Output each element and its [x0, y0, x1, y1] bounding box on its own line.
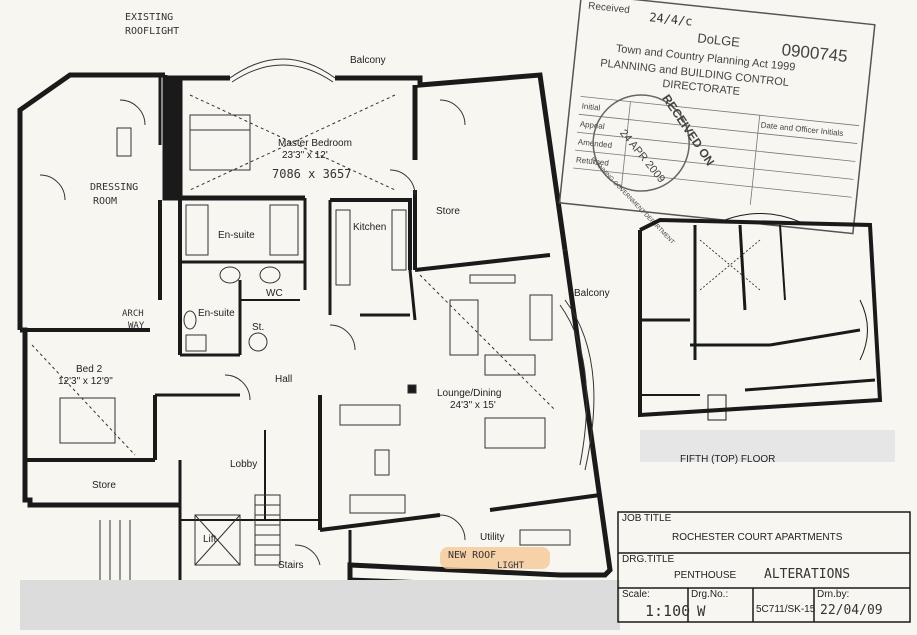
stamp-row-returned: Returned	[576, 155, 610, 167]
ensuite-1-label: En-suite	[218, 230, 255, 241]
master-bedroom-metric: 7086 x 3657	[272, 167, 351, 181]
stairs-label: Stairs	[278, 560, 304, 571]
master-bedroom-label: Master Bedroom	[278, 138, 352, 149]
scale-value: 1:100	[645, 602, 690, 620]
stamp-received-label: Received	[588, 1, 631, 16]
bed2-size: 12'3" x 12'9"	[58, 376, 113, 387]
new-roof-light-label-2: LIGHT	[497, 561, 525, 571]
main-plan-walls	[17, 72, 613, 600]
st-label: St.	[252, 322, 264, 333]
job-title: ROCHESTER COURT APARTMENTS	[672, 532, 843, 543]
dressing-room-label-2: ROOM	[93, 196, 117, 207]
lounge-size: 24'3" x 15'	[450, 400, 496, 411]
stamp-row-amended: Amended	[577, 137, 612, 150]
balcony-top-label: Balcony	[350, 55, 386, 66]
main-plan-details	[20, 58, 620, 630]
arch-way-label-1: ARCH	[122, 309, 144, 319]
stamp-received-date: 24/4/c	[649, 10, 694, 28]
dressing-room-label-1: DRESSING	[90, 182, 138, 193]
new-rooflight-highlight	[440, 547, 550, 569]
master-bedroom-size: 23'3" x 12'	[282, 150, 328, 161]
drg-no-value: 5C711/SK-15	[756, 604, 816, 615]
drg-title-printed: PENTHOUSE	[674, 570, 737, 581]
hall-label: Hall	[275, 374, 292, 385]
key-plan	[638, 213, 895, 462]
room-labels: Balcony Master Bedroom 23'3" x 12' 7086 …	[58, 12, 610, 571]
stamp-dolge: DoLGE	[697, 30, 741, 49]
balcony-right-label: Balcony	[574, 288, 610, 299]
utility-label: Utility	[480, 532, 504, 543]
ensuite-2-label: En-suite	[198, 308, 235, 319]
stamp-received-on: RECEIVED ON	[659, 92, 717, 168]
stamp-row-appeal: Appeal	[579, 119, 605, 131]
job-title-label: JOB TITLE	[622, 513, 672, 524]
store-lower-label: Store	[92, 480, 116, 491]
drg-title-label: DRG.TITLE	[622, 554, 675, 565]
drg-no-handwritten: W	[697, 604, 706, 620]
store-upper-label: Store	[436, 206, 460, 217]
scale-label: Scale:	[622, 589, 650, 600]
title-block-frame	[617, 511, 911, 623]
drg-no-label: Drg.No.:	[691, 589, 728, 600]
kitchen-label: Kitchen	[353, 222, 386, 233]
wc-label: WC	[266, 288, 283, 299]
lift-label: Lift	[203, 534, 217, 545]
arch-way-label-2: WAY	[128, 321, 145, 331]
lounge-label: Lounge/Dining	[437, 388, 502, 399]
existing-rooflight-label-2: ROOFLIGHT	[125, 26, 179, 37]
existing-rooflight-label-1: EXISTING	[125, 12, 173, 23]
drn-by-label: Drn.by:	[817, 589, 849, 600]
drg-title-handwritten: ALTERATIONS	[764, 567, 850, 582]
bed2-label: Bed 2	[76, 364, 103, 375]
stamp-row-initial: Initial	[581, 102, 601, 113]
lobby-label: Lobby	[230, 459, 257, 470]
new-roof-light-label-1: NEW ROOF	[448, 550, 496, 561]
drn-by-value: 22/04/09	[820, 603, 883, 618]
key-plan-caption: FIFTH (TOP) FLOOR	[680, 454, 775, 465]
